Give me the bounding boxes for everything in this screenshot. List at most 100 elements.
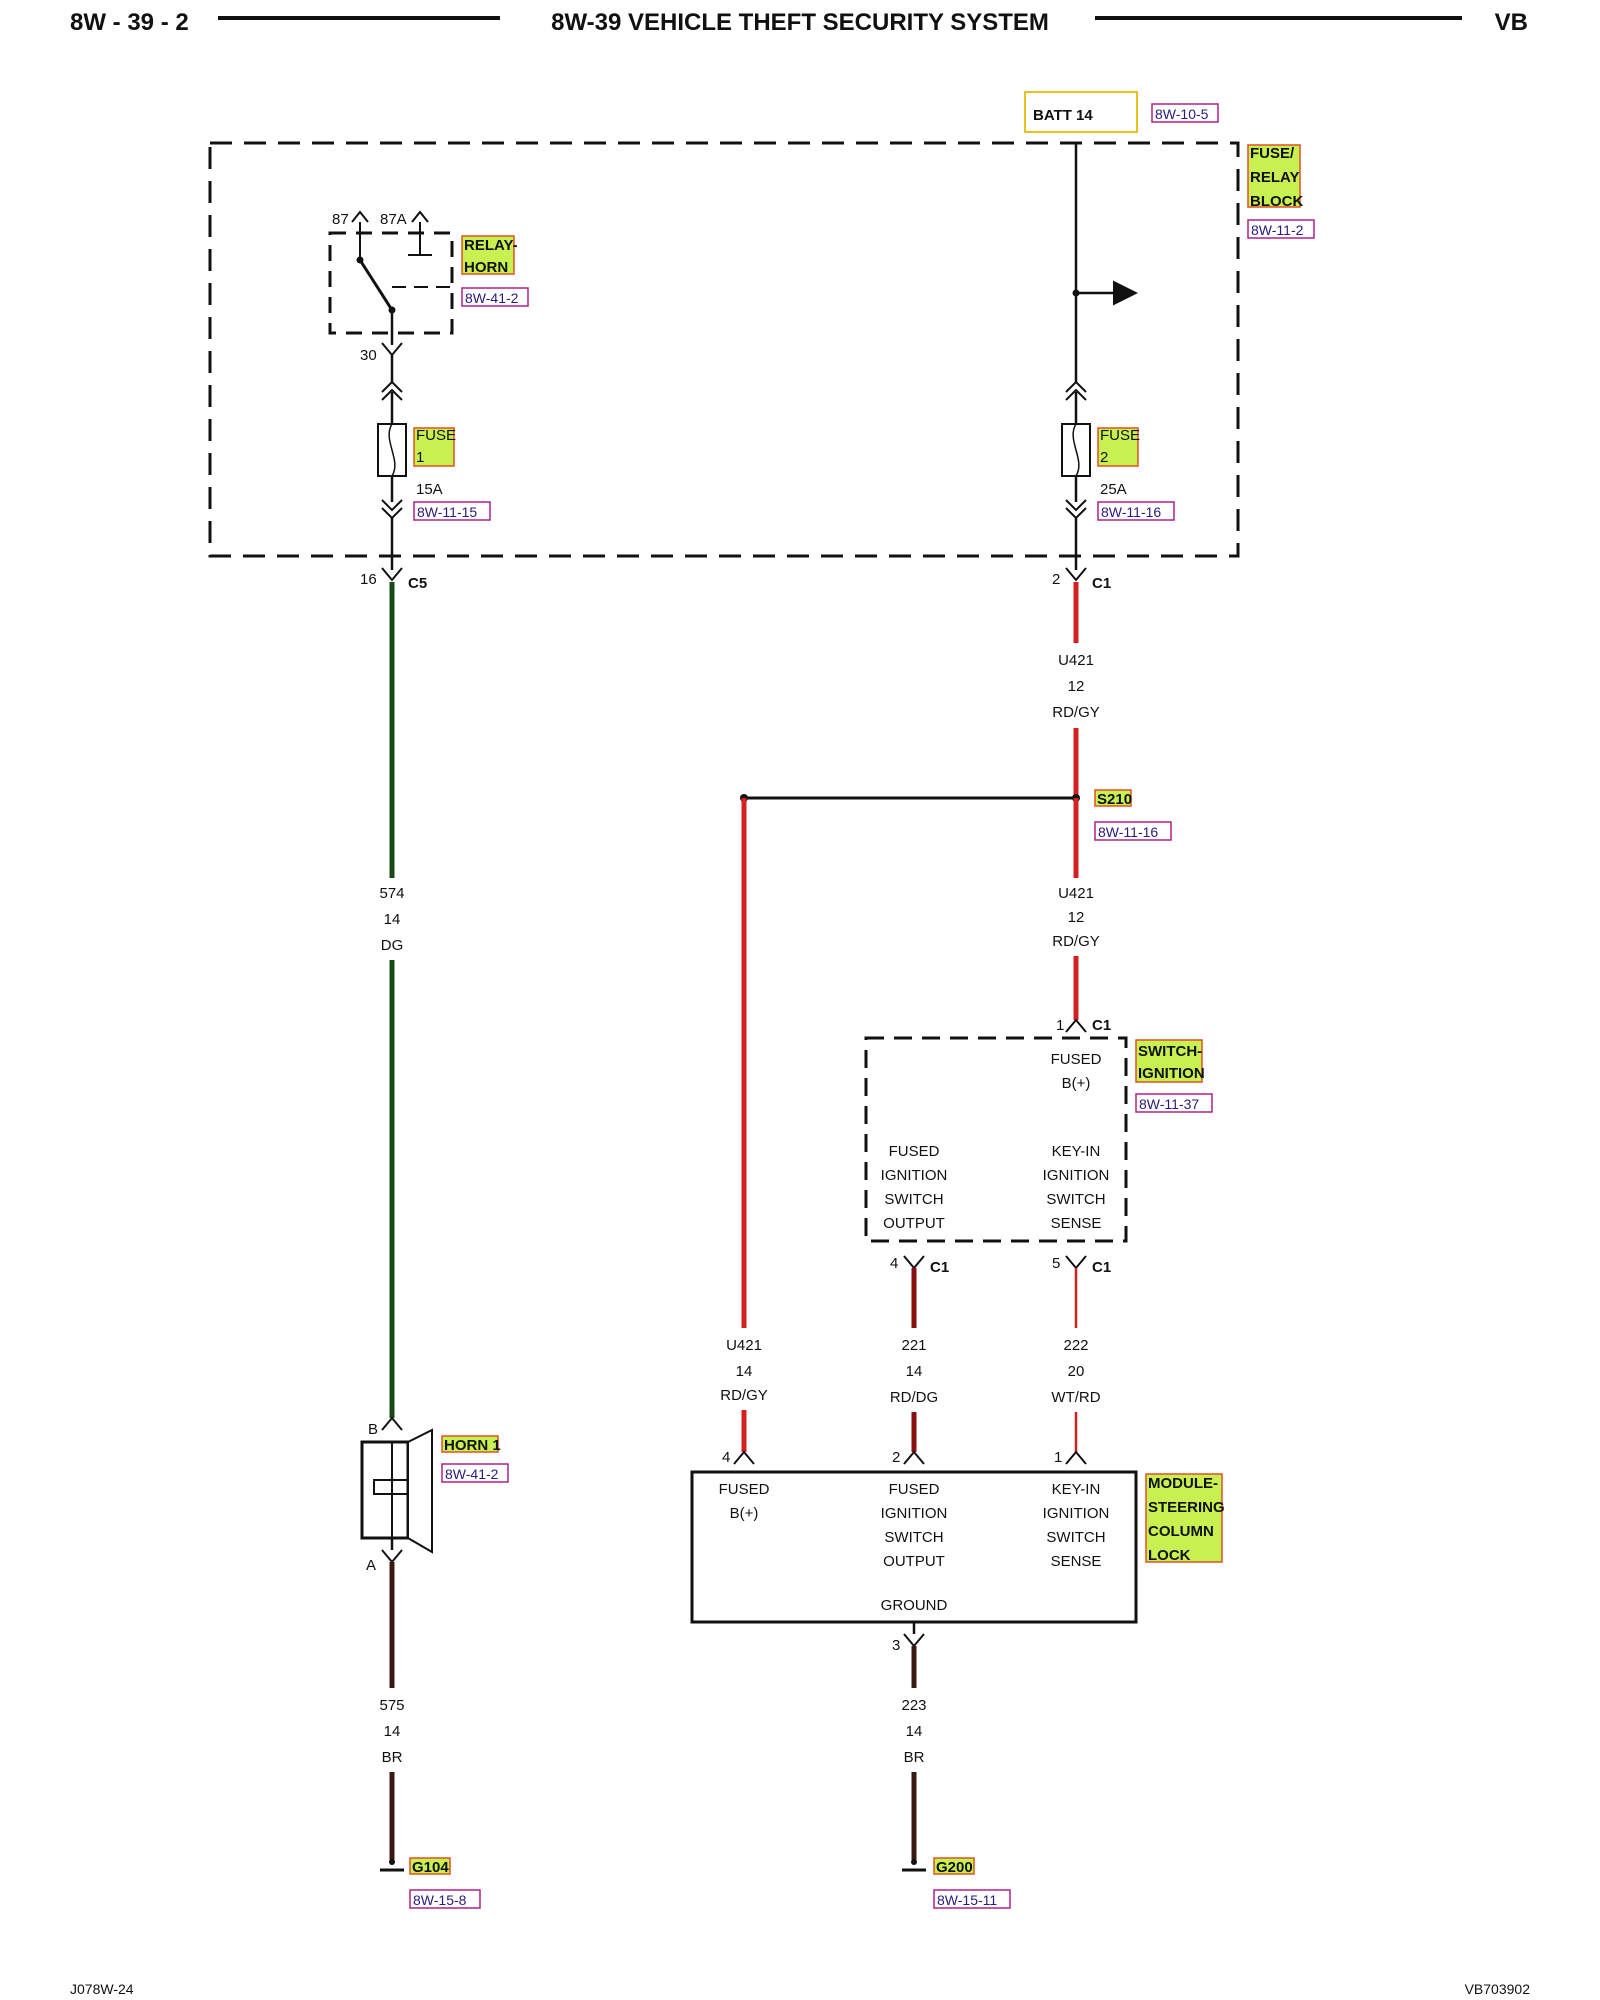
frb-ref[interactable]: 8W-11-2 (1251, 222, 1304, 238)
wire-575-color: BR (382, 1749, 403, 1766)
switch-ign-pin-out4: 4 (890, 1255, 898, 1272)
splice-s210-ref[interactable]: 8W-11-16 (1098, 824, 1158, 840)
page-title: 8W-39 VEHICLE THEFT SECURITY SYSTEM (551, 9, 1049, 36)
wire-u421-b-color: RD/GY (1052, 933, 1100, 950)
fuse1-element (388, 423, 396, 477)
fuse1-name-1: FUSE (416, 427, 456, 444)
module-fused-b-2: B(+) (730, 1505, 759, 1522)
relay-horn-name-2: HORN (464, 259, 508, 276)
fuse1-top-chevron-2 (381, 388, 403, 401)
switch-ign-pin-out5-conn: C1 (1092, 1259, 1111, 1276)
batt-ref-box[interactable] (1151, 103, 1219, 123)
fuse1-ref[interactable]: 8W-11-15 (417, 504, 477, 520)
page-code: 8W - 39 - 2 (70, 9, 189, 36)
relay-pin-87a: 87A (380, 211, 407, 228)
fuse2-rating: 25A (1100, 481, 1127, 498)
ground-g104-name: G104 (412, 1859, 449, 1876)
fuse2-ref-box[interactable] (1097, 501, 1175, 521)
fuse1-name-2: 1 (416, 449, 424, 466)
fuse1-tag (413, 427, 455, 467)
horn1-coil (373, 1479, 409, 1495)
switch-ign-ref[interactable]: 8W-11-37 (1139, 1096, 1199, 1112)
module-sense-3: SWITCH (1046, 1529, 1105, 1546)
horn1-body (360, 1440, 410, 1540)
module-tag (1145, 1473, 1223, 1563)
wire-222-color: WT/RD (1051, 1389, 1100, 1406)
switch-ignition-tag (1135, 1039, 1203, 1083)
module-fused-b-1: FUSED (719, 1481, 770, 1498)
module-pin4-connector (733, 1450, 755, 1465)
ground-g200-ref-box[interactable] (933, 1889, 1011, 1909)
relay-horn-ref-box[interactable] (461, 287, 529, 307)
module-sense-1: KEY-IN (1052, 1481, 1101, 1498)
fuse-relay-block-tag (1247, 144, 1301, 208)
module-pin2: 2 (892, 1449, 900, 1466)
fuse2-bottom-chevron-1 (1065, 499, 1087, 512)
splice-s210-ref-box[interactable] (1094, 821, 1172, 841)
batt-label: BATT 14 (1033, 107, 1093, 124)
wire-574-circuit: 574 (379, 885, 404, 902)
switch-ign-output-3: SWITCH (884, 1191, 943, 1208)
ground-g200-node (911, 1859, 917, 1865)
batt-ref[interactable]: 8W-10-5 (1155, 106, 1209, 122)
switch-ign-sense-2: IGNITION (1043, 1167, 1110, 1184)
wire-u421-c-gauge: 14 (736, 1363, 753, 1380)
horn-pin-b: B (368, 1421, 378, 1438)
wire-u421-a-gauge: 12 (1068, 678, 1085, 695)
module-output-1: FUSED (889, 1481, 940, 1498)
ground-g104-ref[interactable]: 8W-15-8 (413, 1892, 467, 1908)
wire-u421-c-color: RD/GY (720, 1387, 768, 1404)
wire-221-circuit: 221 (901, 1337, 926, 1354)
switch-ign-name-1: SWITCH- (1138, 1043, 1202, 1060)
c1-top-name: C1 (1092, 575, 1111, 592)
vehicle-code: VB (1495, 9, 1528, 36)
module-name-1: MODULE- (1148, 1475, 1218, 1492)
c1-top-pin: 2 (1052, 571, 1060, 588)
module-pin4: 4 (722, 1449, 730, 1466)
switch-ign-pin4-connector (903, 1255, 925, 1270)
horn1-ref[interactable]: 8W-41-2 (445, 1466, 499, 1482)
switch-ign-pin1-connector (1065, 1018, 1087, 1033)
module-pin1: 1 (1054, 1449, 1062, 1466)
relay-horn-ref[interactable]: 8W-41-2 (465, 290, 519, 306)
c5-name: C5 (408, 575, 427, 592)
frb-name-3: BLOCK (1250, 193, 1303, 210)
ground-g200-ref[interactable]: 8W-15-11 (937, 1892, 997, 1908)
ground-g200-name: G200 (936, 1859, 973, 1876)
fuse1-ref-box[interactable] (413, 501, 491, 521)
module-pin1-connector (1065, 1450, 1087, 1465)
c1-pin2-connector (1065, 567, 1087, 582)
fuse-relay-block-outline (208, 141, 1240, 558)
wire-u421-c-circuit: U421 (726, 1337, 762, 1354)
switch-ign-ref-box[interactable] (1135, 1093, 1213, 1113)
switch-ign-sense-3: SWITCH (1046, 1191, 1105, 1208)
switch-ign-sense-1: KEY-IN (1052, 1143, 1101, 1160)
module-name-4: LOCK (1148, 1547, 1191, 1564)
wire-575-gauge: 14 (384, 1723, 401, 1740)
ground-g200-tag (933, 1857, 975, 1875)
wire-223-circuit: 223 (901, 1697, 926, 1714)
fuse2-ref[interactable]: 8W-11-16 (1101, 504, 1161, 520)
wire-u421-b-gauge: 12 (1068, 909, 1085, 926)
switch-ign-name-2: IGNITION (1138, 1065, 1205, 1082)
splice-s210-tag (1094, 789, 1132, 807)
ground-g104-ref-box[interactable] (409, 1889, 481, 1909)
switch-ign-fused-b-1: FUSED (1051, 1051, 1102, 1068)
horn-pin-a-connector (381, 1549, 403, 1564)
switch-ign-output-2: IGNITION (881, 1167, 948, 1184)
frb-ref-box[interactable] (1247, 219, 1315, 239)
fuse2-element (1072, 423, 1080, 477)
switch-ign-pin-in: 1 (1056, 1017, 1064, 1034)
switch-ign-output-1: FUSED (889, 1143, 940, 1160)
switch-ignition-outline (864, 1036, 1128, 1243)
horn1-name: HORN 1 (444, 1437, 501, 1454)
module-steering-column-lock (690, 1470, 1138, 1624)
horn1-ref-box[interactable] (441, 1463, 509, 1483)
horn-pin-a: A (366, 1557, 376, 1574)
wire-574-gauge: 14 (384, 911, 401, 928)
horn1-bell (407, 1428, 433, 1554)
c5-pin: 16 (360, 571, 377, 588)
relay-pin-30: 30 (360, 347, 377, 364)
wire-221-gauge: 14 (906, 1363, 923, 1380)
module-pin2-connector (903, 1450, 925, 1465)
